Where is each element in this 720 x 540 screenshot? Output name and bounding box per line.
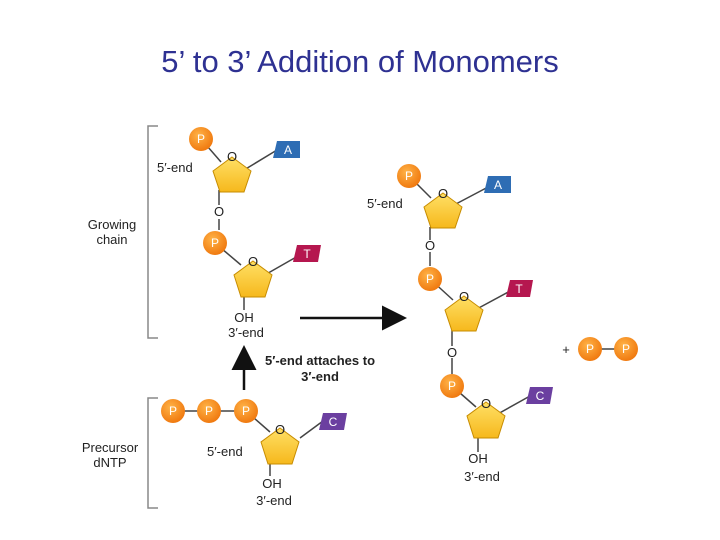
svg-text:O: O xyxy=(459,289,469,304)
base-t-left xyxy=(293,245,321,262)
svg-text:O: O xyxy=(275,422,285,437)
phosphate-precursor-3 xyxy=(234,399,258,423)
pyrophosphate-p2 xyxy=(614,337,638,361)
slide-title: 5’ to 3’ Addition of Monomers xyxy=(161,44,559,79)
growing-chain-label: Growing xyxy=(88,217,136,232)
sugar-right-1 xyxy=(423,192,463,229)
growing-chain-bracket xyxy=(147,125,158,339)
svg-text:P: P xyxy=(205,404,213,418)
svg-text:A: A xyxy=(494,178,502,192)
svg-text:T: T xyxy=(303,247,311,261)
pyrophosphate-p1 xyxy=(578,337,602,361)
svg-text:P: P xyxy=(448,379,456,393)
base-c-right xyxy=(526,387,553,404)
sugar-right-2 xyxy=(444,295,484,332)
base-a-left xyxy=(273,141,300,158)
five-end-label-right: 5′-end xyxy=(367,196,403,211)
sugar-right-3 xyxy=(466,401,506,439)
svg-text:O: O xyxy=(227,149,237,164)
base-c-precursor xyxy=(319,413,347,430)
precursor-label-2: dNTP xyxy=(93,455,126,470)
growing-chain-label-2: chain xyxy=(96,232,127,247)
three-end-label-left: 3′-end xyxy=(228,325,264,340)
svg-text:O: O xyxy=(214,204,224,219)
svg-text:O: O xyxy=(438,186,448,201)
precursor-bracket xyxy=(147,397,158,509)
base-a-right xyxy=(484,176,511,193)
svg-text:P: P xyxy=(405,169,413,183)
precursor-label: Precursor xyxy=(82,440,139,455)
oh-right: OH xyxy=(468,451,488,466)
sugar-left-2 xyxy=(233,260,273,298)
attach-label: 5′-end attaches to xyxy=(265,353,375,368)
svg-text:P: P xyxy=(211,236,219,250)
svg-text:O: O xyxy=(248,254,258,269)
phosphate-left-1 xyxy=(189,127,213,151)
oh-precursor: OH xyxy=(262,476,282,491)
phosphate-right-3 xyxy=(440,374,464,398)
svg-text:P: P xyxy=(622,342,630,356)
svg-text:C: C xyxy=(536,389,545,403)
attach-label-2: 3′-end xyxy=(301,369,339,384)
oh-left: OH xyxy=(234,310,254,325)
svg-text:C: C xyxy=(329,415,338,429)
phosphate-precursor-2 xyxy=(197,399,221,423)
plus-sign: + xyxy=(562,342,570,357)
phosphate-right-1 xyxy=(397,164,421,188)
svg-text:P: P xyxy=(242,404,250,418)
five-end-label-precursor: 5′-end xyxy=(207,444,243,459)
svg-text:P: P xyxy=(169,404,177,418)
svg-text:P: P xyxy=(197,132,205,146)
svg-text:O: O xyxy=(447,345,457,360)
svg-text:T: T xyxy=(515,282,523,296)
sugar-precursor xyxy=(260,427,300,465)
svg-text:A: A xyxy=(284,143,292,157)
three-end-label-right: 3′-end xyxy=(464,469,500,484)
svg-text:P: P xyxy=(426,272,434,286)
svg-text:O: O xyxy=(425,238,435,253)
svg-text:P: P xyxy=(586,342,594,356)
five-end-label-left: 5′-end xyxy=(157,160,193,175)
svg-text:O: O xyxy=(481,396,491,411)
phosphate-right-2 xyxy=(418,267,442,291)
phosphate-left-2 xyxy=(203,231,227,255)
base-t-right xyxy=(506,280,533,297)
sugar-left-1 xyxy=(212,156,252,193)
phosphate-precursor-1 xyxy=(161,399,185,423)
three-end-label-precursor: 3′-end xyxy=(256,493,292,508)
